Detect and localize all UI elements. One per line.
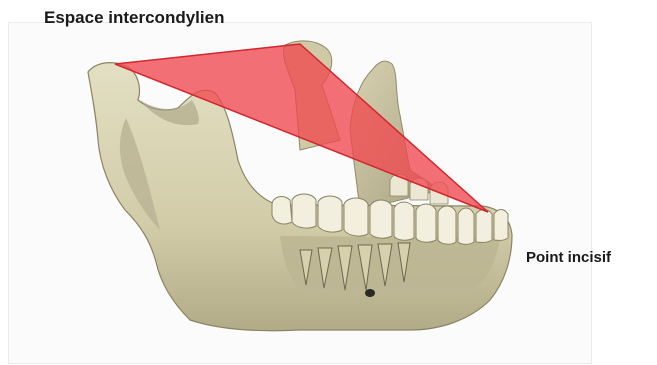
intercondylar-space-label: Espace intercondylien bbox=[44, 8, 224, 28]
mental-foramen bbox=[365, 289, 375, 297]
incisal-point-label: Point incisif bbox=[526, 249, 611, 266]
